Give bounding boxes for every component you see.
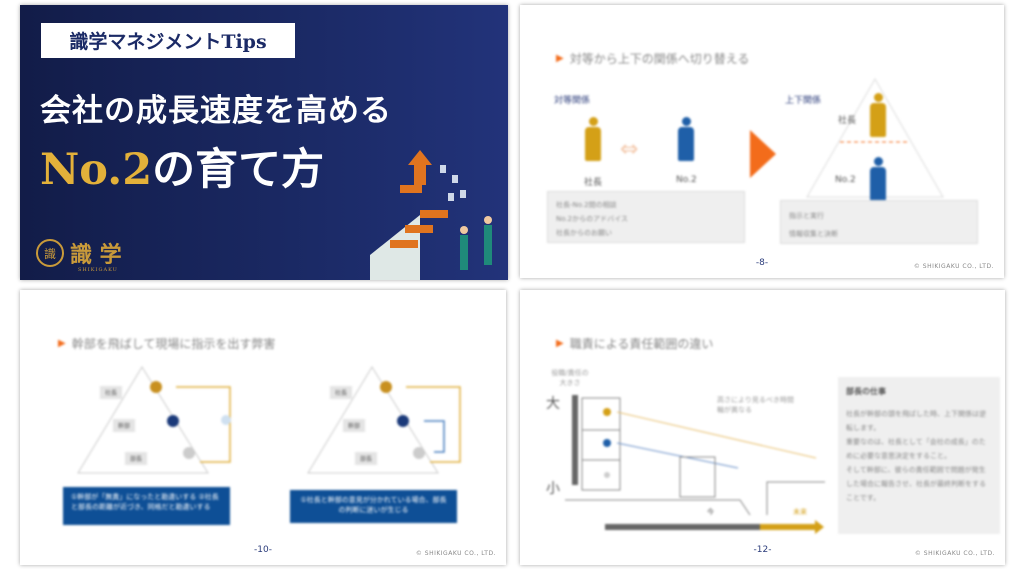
bullet: 指示と実行 [789,212,824,220]
note-paragraph: 重要なのは、社長として「会社の成長」のために必要な意思決定をすること。 [846,438,986,460]
no2-label: No.2 [835,175,856,185]
shikigaku-logo: 識 識 学 SHIKIGAKU [36,237,122,273]
cover-accent: No.2 [40,145,153,195]
bullet: 社長-No.2間の相談 [556,201,617,209]
slide-title: ▶ 職責による責任範囲の違い [556,335,713,352]
note-paragraph: 社長が幹部の頭を飛ばした時、上下関係は逆転します。 [846,410,986,432]
slide-8[interactable]: ▶対等から上下の関係へ切り替える 対等関係 上下関係 社長 No.2 ⇔ 社長 … [520,5,1004,278]
slide-title-text: 対等から上下の関係へ切り替える [569,52,750,66]
page-number: -8- [755,258,769,268]
page-number: -12- [753,545,772,555]
label-manager: 部長 [355,452,378,465]
copyright: © SHIKIGAKU CO., LTD. [913,263,994,270]
responsibility-diagram [565,395,825,534]
left-heading: 対等関係 [554,96,591,106]
no2-label: No.2 [676,175,697,185]
height-annotation: 高さにより見るべき時間軸が異なる [717,396,794,414]
left-bullets: 社長-No.2間の相談 No.2からのアドバイス 社長からのお願い [547,191,745,243]
axis-small: 小 [546,481,560,497]
manager-role-note: 部長の仕事 社長が幹部の頭を飛ばした時、上下関係は逆転します。 重要なのは、社長… [838,377,1000,534]
label-manager: 部長 [125,452,148,465]
right-arrow-icon [750,130,776,178]
bullet-arrow-icon: ▶ [556,53,564,64]
callout-left: ①幹部が「無責」になったと勘違いする ②社長と部長の距離が近づき、同格だと勘違い… [63,487,230,525]
axis-big: 大 [546,396,560,412]
bidirectional-arrow-icon: ⇔ [620,137,639,162]
copyright: © SHIKIGAKU CO., LTD. [914,550,995,557]
note-title: 部長の仕事 [846,387,886,396]
label-executive: 幹部 [113,419,136,432]
cover-rest: の育て方 [152,145,325,195]
slide-title: ▶ 対等から上下の関係へ切り替える [556,50,749,67]
slide-12[interactable]: ▶ 職責による責任範囲の違い 役職/責任の大きさ 大 小 高さにより見るべき時間軸… [520,290,1005,565]
no2-figure-icon [677,117,695,161]
logo-name: 識 学 [70,242,122,268]
bullet: 社長からのお願い [556,229,612,237]
pyramid-right [307,366,461,474]
president-figure-icon [584,117,602,161]
pyramid-left [77,366,231,474]
bullet: 情報収集と決断 [789,230,838,238]
cover-title-line2: No.2の育て方 [40,135,324,197]
page-number: -10- [254,545,272,555]
president-label: 社長 [838,116,857,126]
logo-seal-icon: 識 [36,239,64,267]
slide-title: ▶ 幹部を飛ばして現場に指示を出す弊害 [58,335,275,352]
stairs-illustration [370,150,492,280]
axis-label: 役職/責任の大きさ [551,369,589,387]
note-paragraph: そして幹部に、彼らの責任範囲で問題が発生した場合に報告させ、社長が最終判断をする… [846,466,986,502]
no2-figure-icon [869,157,887,201]
president-label: 社長 [584,178,603,188]
callout-right: ①社長と幹部の意見が分かれている場合、部長の判断に迷いが生じる [290,490,457,523]
label-future: 未来 [793,508,807,516]
slide-cover[interactable]: 識学マネジメントTips 会社の成長速度を高める No.2の育て方 識 識 学 … [20,5,508,280]
copyright: © SHIKIGAKU CO., LTD. [415,550,496,557]
label-executive: 幹部 [343,419,366,432]
slide-title-text: 職責による責任範囲の違い [569,337,714,351]
bullet-arrow-icon: ▶ [556,338,564,349]
label-now: 今 [707,508,714,516]
label-president: 社長 [330,386,353,399]
bullet-arrow-icon: ▶ [58,338,66,349]
label-president: 社長 [100,386,123,399]
bullet: No.2からのアドバイス [556,215,628,223]
logo-sub: SHIKIGAKU [78,267,118,273]
cover-title-line1: 会社の成長速度を高める [40,93,392,129]
president-figure-icon [869,93,887,137]
right-heading: 上下関係 [785,96,822,106]
cover-tag: 識学マネジメントTips [41,23,295,58]
slide-title-text: 幹部を飛ばして現場に指示を出す弊害 [71,337,276,351]
right-bullets: 指示と実行 情報収集と決断 [780,200,978,244]
slide-10[interactable]: ▶ 幹部を飛ばして現場に指示を出す弊害 社長 幹部 部長 社長 幹部 部長 ①幹部… [20,290,506,565]
